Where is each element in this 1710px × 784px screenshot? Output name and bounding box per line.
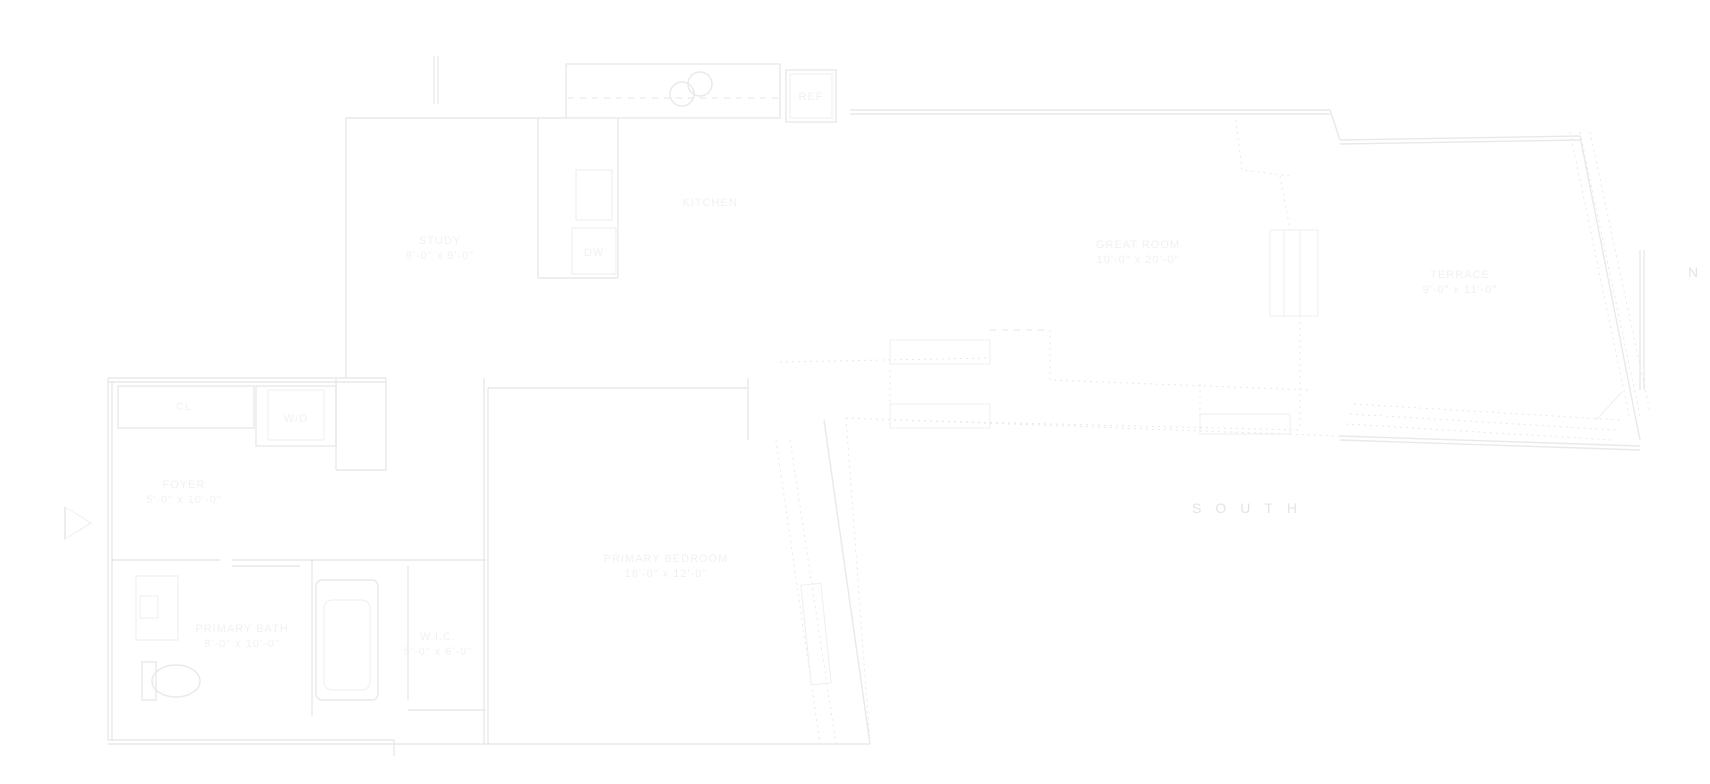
terrace-railing xyxy=(1345,131,1651,441)
closet-label: CL xyxy=(175,401,193,413)
entry-arrow-icon xyxy=(64,506,92,540)
room-size: 8'-0" x 10'-0" xyxy=(204,638,280,650)
room-label-great-room: GREAT ROOM 10'-0" x 20'-0" xyxy=(1096,238,1180,268)
room-label-primary-bedroom: PRIMARY BEDROOM 16'-0" x 12'-0" xyxy=(604,552,729,582)
toilet-icon xyxy=(141,661,201,701)
room-size: 10'-0" x 20'-0" xyxy=(1096,254,1180,266)
kitchen-cabinets xyxy=(537,63,837,279)
room-name: TERRACE xyxy=(1430,269,1490,281)
refrigerator-label: REF xyxy=(798,91,824,103)
room-size: 9'-0" x 11'-0" xyxy=(1422,284,1498,296)
room-size: 5'-0" x 6'-0" xyxy=(403,646,473,658)
room-size: 9'-0" x 9'-0" xyxy=(405,250,475,262)
room-label-terrace: TERRACE 9'-0" x 11'-0" xyxy=(1423,268,1498,298)
room-label-wic: W.I.C. 5'-0" x 6'-0" xyxy=(404,630,472,660)
room-label-foyer: FOYER 5'-0" x 10'-0" xyxy=(146,478,222,508)
room-name: PRIMARY BEDROOM xyxy=(603,553,729,565)
washer-dryer-label: W/D xyxy=(283,413,309,425)
great-room-furniture xyxy=(779,119,1341,437)
room-name: PRIMARY BATH xyxy=(195,623,289,635)
room-label-primary-bath: PRIMARY BATH 8'-0" x 10'-0" xyxy=(195,622,288,652)
kitchen-sink-icon xyxy=(669,71,713,107)
room-name: KITCHEN xyxy=(682,197,738,209)
bedroom-walls xyxy=(483,378,871,745)
bath-walls xyxy=(112,559,486,716)
room-name: W.I.C. xyxy=(420,631,456,643)
dishwasher-label: DW xyxy=(583,247,605,259)
room-name: FOYER xyxy=(162,479,206,491)
foyer-closets xyxy=(117,378,387,471)
exterior-walls xyxy=(107,56,1645,756)
room-label-study: STUDY 9'-0" x 9'-0" xyxy=(406,234,474,264)
room-name: STUDY xyxy=(418,235,462,247)
compass-north-label: N xyxy=(1688,264,1699,280)
room-name: GREAT ROOM xyxy=(1095,239,1181,251)
compass-south-label: SOUTH xyxy=(1192,500,1311,516)
room-label-kitchen: KITCHEN xyxy=(682,196,737,211)
room-size: 16'-0" x 12'-0" xyxy=(624,568,708,580)
room-size: 5'-0" x 10'-0" xyxy=(146,494,222,506)
